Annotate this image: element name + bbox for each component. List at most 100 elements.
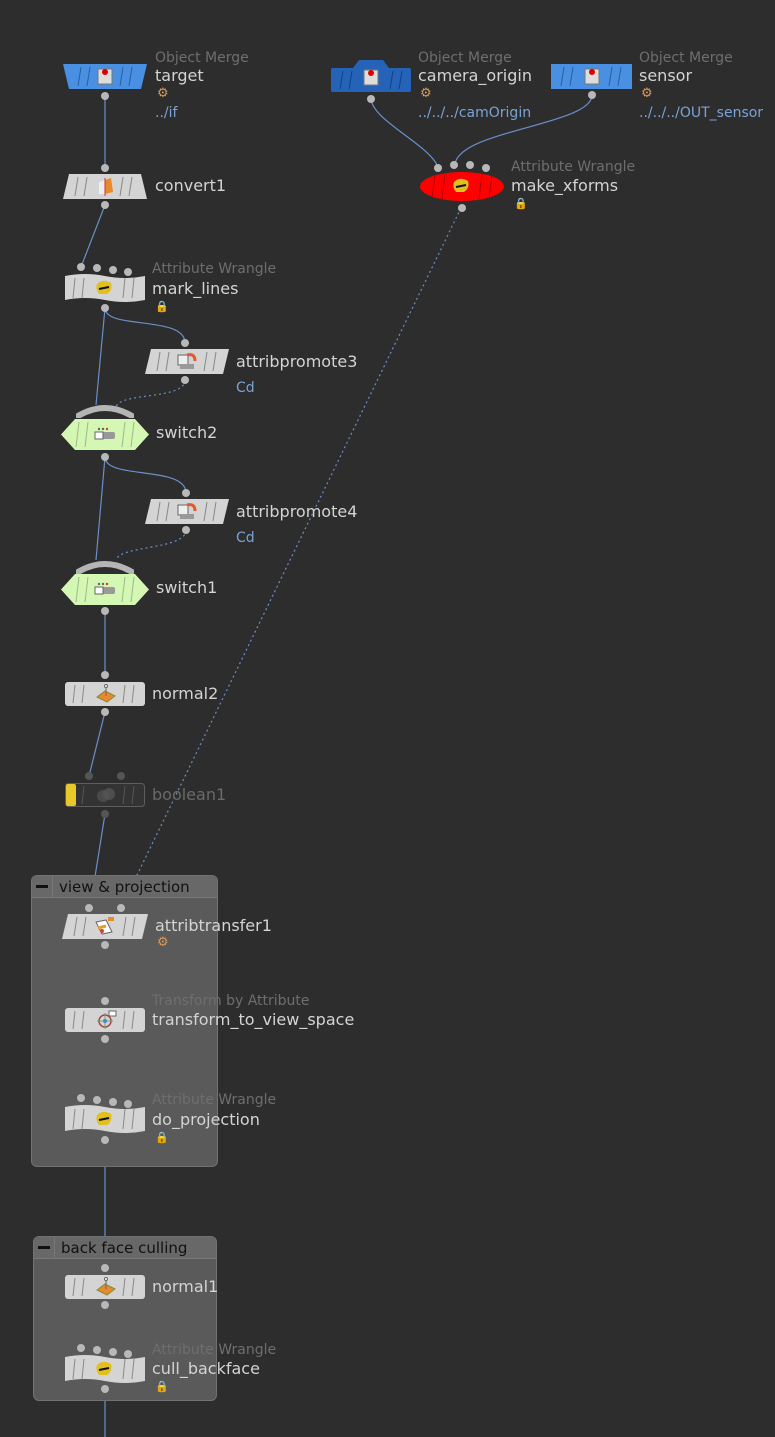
output-port[interactable] — [101, 453, 109, 461]
input-port[interactable] — [109, 1348, 117, 1356]
node-name-label[interactable]: cull_backface — [152, 1359, 260, 1378]
object-path: ../if — [155, 105, 178, 121]
input-port[interactable] — [109, 266, 117, 274]
output-port[interactable] — [101, 1301, 109, 1309]
input-port[interactable] — [77, 263, 85, 271]
output-port[interactable] — [101, 708, 109, 716]
node-shape[interactable] — [65, 1275, 145, 1299]
input-port[interactable] — [93, 264, 101, 272]
output-port[interactable] — [101, 810, 109, 818]
node-shape[interactable] — [61, 419, 149, 450]
node-name-label[interactable]: mark_lines — [152, 279, 239, 298]
node-name-label[interactable]: sensor — [639, 66, 693, 85]
input-port[interactable] — [109, 1098, 117, 1106]
input-port[interactable] — [101, 997, 109, 1005]
node-shape[interactable] — [65, 1105, 145, 1133]
node-shape[interactable] — [65, 682, 145, 706]
input-port[interactable] — [85, 772, 93, 780]
node-shape[interactable] — [331, 60, 411, 92]
input-port[interactable] — [77, 1094, 85, 1102]
input-port[interactable] — [124, 1100, 132, 1108]
input-port[interactable] — [182, 489, 190, 497]
node-shape[interactable] — [62, 914, 148, 939]
input-port[interactable] — [482, 164, 490, 172]
node-name-label[interactable]: target — [155, 66, 204, 85]
output-port[interactable] — [181, 376, 189, 384]
node-shape[interactable] — [63, 174, 147, 199]
input-port[interactable] — [117, 772, 125, 780]
input-port[interactable] — [117, 904, 125, 912]
object-path: ../../../OUT_sensor — [639, 105, 764, 121]
node-name-label[interactable]: normal2 — [152, 684, 219, 703]
wire-normal2-boolean1 — [88, 711, 106, 777]
output-port[interactable] — [101, 1136, 109, 1144]
node-name-label[interactable]: normal1 — [152, 1277, 219, 1296]
node-shape[interactable] — [63, 64, 147, 89]
node-type-label: Attribute Wrangle — [152, 261, 277, 277]
node-type-label: Object Merge — [418, 50, 512, 66]
node-name-label[interactable]: attribpromote3 — [236, 352, 358, 371]
collapse-button[interactable] — [34, 1237, 55, 1258]
wire-mark_lines-attribpromote3 — [104, 307, 186, 344]
node-name-label[interactable]: make_xforms — [511, 176, 619, 195]
output-port[interactable] — [101, 304, 109, 312]
node-name-label[interactable]: switch1 — [156, 578, 218, 597]
node-name-label[interactable]: switch2 — [156, 423, 218, 442]
node-shape[interactable] — [145, 349, 229, 374]
wire-convert1-mark_lines — [80, 204, 106, 268]
input-port[interactable] — [450, 161, 458, 169]
input-port[interactable] — [434, 164, 442, 172]
input-port[interactable] — [77, 1344, 85, 1352]
input-port[interactable] — [181, 339, 189, 347]
input-port[interactable] — [85, 904, 93, 912]
output-port[interactable] — [101, 92, 109, 100]
node-name-label[interactable]: transform_to_view_space — [152, 1010, 355, 1029]
node-type-label: Attribute Wrangle — [152, 1092, 277, 1108]
gear-icon: ⚙ — [420, 86, 432, 101]
network-box-header[interactable]: back face culling — [34, 1237, 216, 1259]
gear-icon: ⚙ — [157, 86, 169, 101]
input-port[interactable] — [93, 1096, 101, 1104]
node-name-label[interactable]: attribtransfer1 — [155, 916, 272, 935]
output-port[interactable] — [101, 941, 109, 949]
node-shape[interactable] — [420, 172, 504, 201]
minus-icon — [36, 885, 48, 888]
minus-icon — [38, 1246, 50, 1249]
lock-icon: 🔒 — [155, 1380, 169, 1393]
node-type-label: Attribute Wrangle — [511, 159, 636, 175]
node-name-label[interactable]: boolean1 — [152, 785, 227, 804]
output-port[interactable] — [101, 1035, 109, 1043]
input-port[interactable] — [466, 161, 474, 169]
output-port[interactable] — [458, 204, 466, 212]
wire-mark_lines-switch2 — [95, 307, 106, 406]
node-shape[interactable] — [145, 499, 229, 524]
node-shape[interactable] — [65, 274, 145, 302]
node-shape[interactable] — [65, 1355, 145, 1383]
node-name-label[interactable]: do_projection — [152, 1110, 260, 1129]
input-port[interactable] — [101, 164, 109, 172]
output-port[interactable] — [367, 95, 375, 103]
node-name-label[interactable]: attribpromote4 — [236, 502, 358, 521]
node-shape[interactable] — [61, 574, 149, 605]
input-port[interactable] — [93, 1346, 101, 1354]
node-name-label[interactable]: camera_origin — [418, 66, 532, 85]
input-port[interactable] — [101, 671, 109, 679]
node-shape[interactable] — [551, 64, 632, 89]
node-shape[interactable] — [65, 1008, 145, 1032]
output-port[interactable] — [101, 607, 109, 615]
output-port[interactable] — [101, 1385, 109, 1393]
node-shape[interactable] — [65, 783, 145, 807]
input-port[interactable] — [101, 1264, 109, 1272]
node-switch-arc[interactable] — [76, 404, 134, 418]
network-box-header[interactable]: view & projection — [32, 876, 217, 898]
node-switch-arc[interactable] — [76, 560, 134, 574]
input-port[interactable] — [124, 1350, 132, 1358]
node-param-label: Cd — [236, 380, 255, 396]
wire-switch2-switch1 — [95, 456, 106, 561]
output-port[interactable] — [101, 201, 109, 209]
input-port[interactable] — [124, 268, 132, 276]
output-port[interactable] — [182, 526, 190, 534]
output-port[interactable] — [588, 91, 596, 99]
collapse-button[interactable] — [32, 876, 53, 897]
node-name-label[interactable]: convert1 — [155, 176, 227, 195]
